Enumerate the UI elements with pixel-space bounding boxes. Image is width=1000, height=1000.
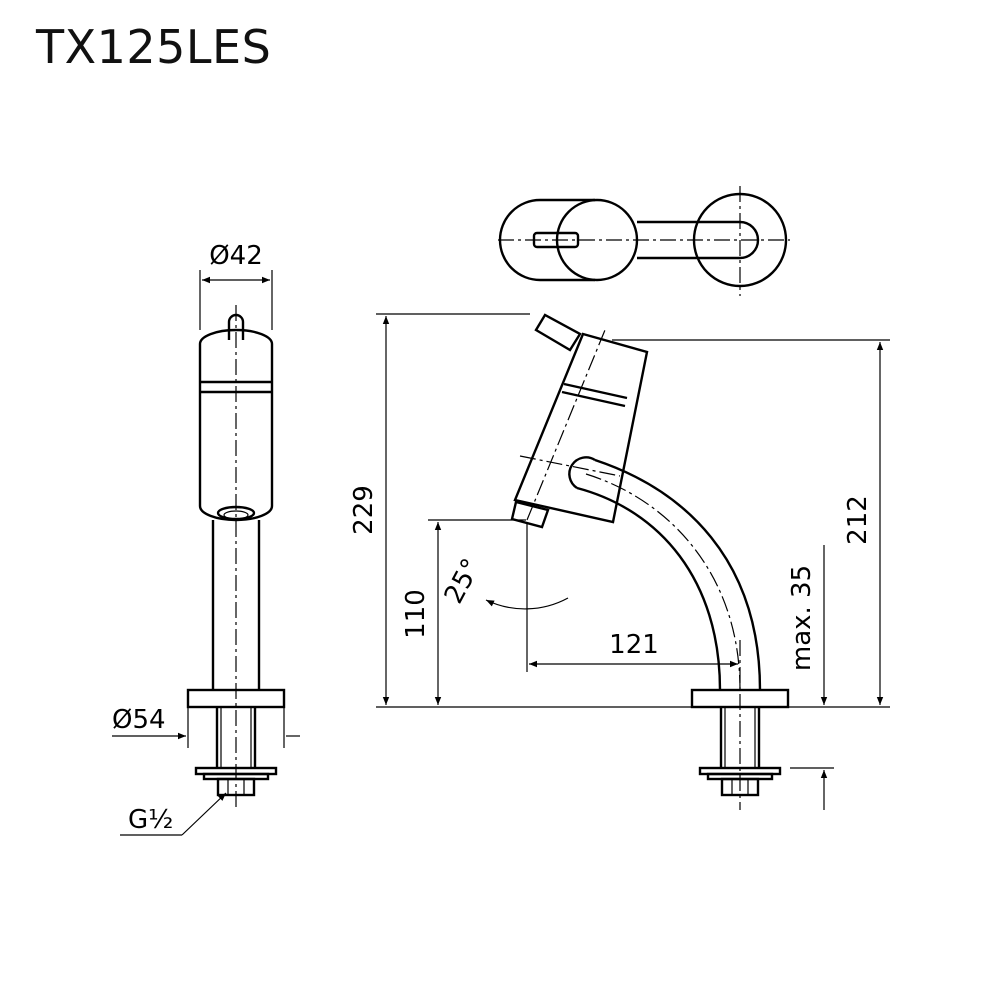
dim-flange-diameter: Ø54	[112, 705, 300, 748]
dim-total-height: 229	[349, 313, 530, 705]
side-spout-inner	[576, 486, 722, 691]
side-handle	[534, 313, 582, 352]
side-spout-outer	[594, 458, 762, 691]
dim-angle: 25°	[439, 522, 569, 672]
model-title: TX125LES	[36, 20, 272, 74]
dim-body-diameter: Ø42	[199, 241, 273, 330]
dim-reach: 121	[529, 630, 738, 668]
reach-label: 121	[609, 630, 659, 660]
dim-max-thickness: max. 35	[787, 545, 834, 810]
max-thickness-label: max. 35	[787, 565, 817, 671]
total-height-label: 229	[349, 485, 379, 535]
top-view	[498, 186, 790, 296]
thread-label: G½	[128, 805, 173, 835]
body-diameter-label: Ø42	[209, 241, 263, 271]
side-aerator	[510, 500, 550, 529]
spout-height-label: 212	[843, 495, 873, 545]
flange-diameter-label: Ø54	[112, 705, 166, 735]
dim-spout-height: 212	[612, 339, 890, 705]
top-body	[555, 198, 639, 282]
angle-label: 25°	[439, 554, 487, 609]
dim-outlet-height: 110	[401, 519, 526, 705]
side-view	[376, 313, 890, 810]
side-body	[513, 332, 649, 524]
front-view	[186, 305, 286, 810]
outlet-height-label: 110	[401, 589, 431, 639]
dim-thread: G½	[120, 792, 227, 836]
